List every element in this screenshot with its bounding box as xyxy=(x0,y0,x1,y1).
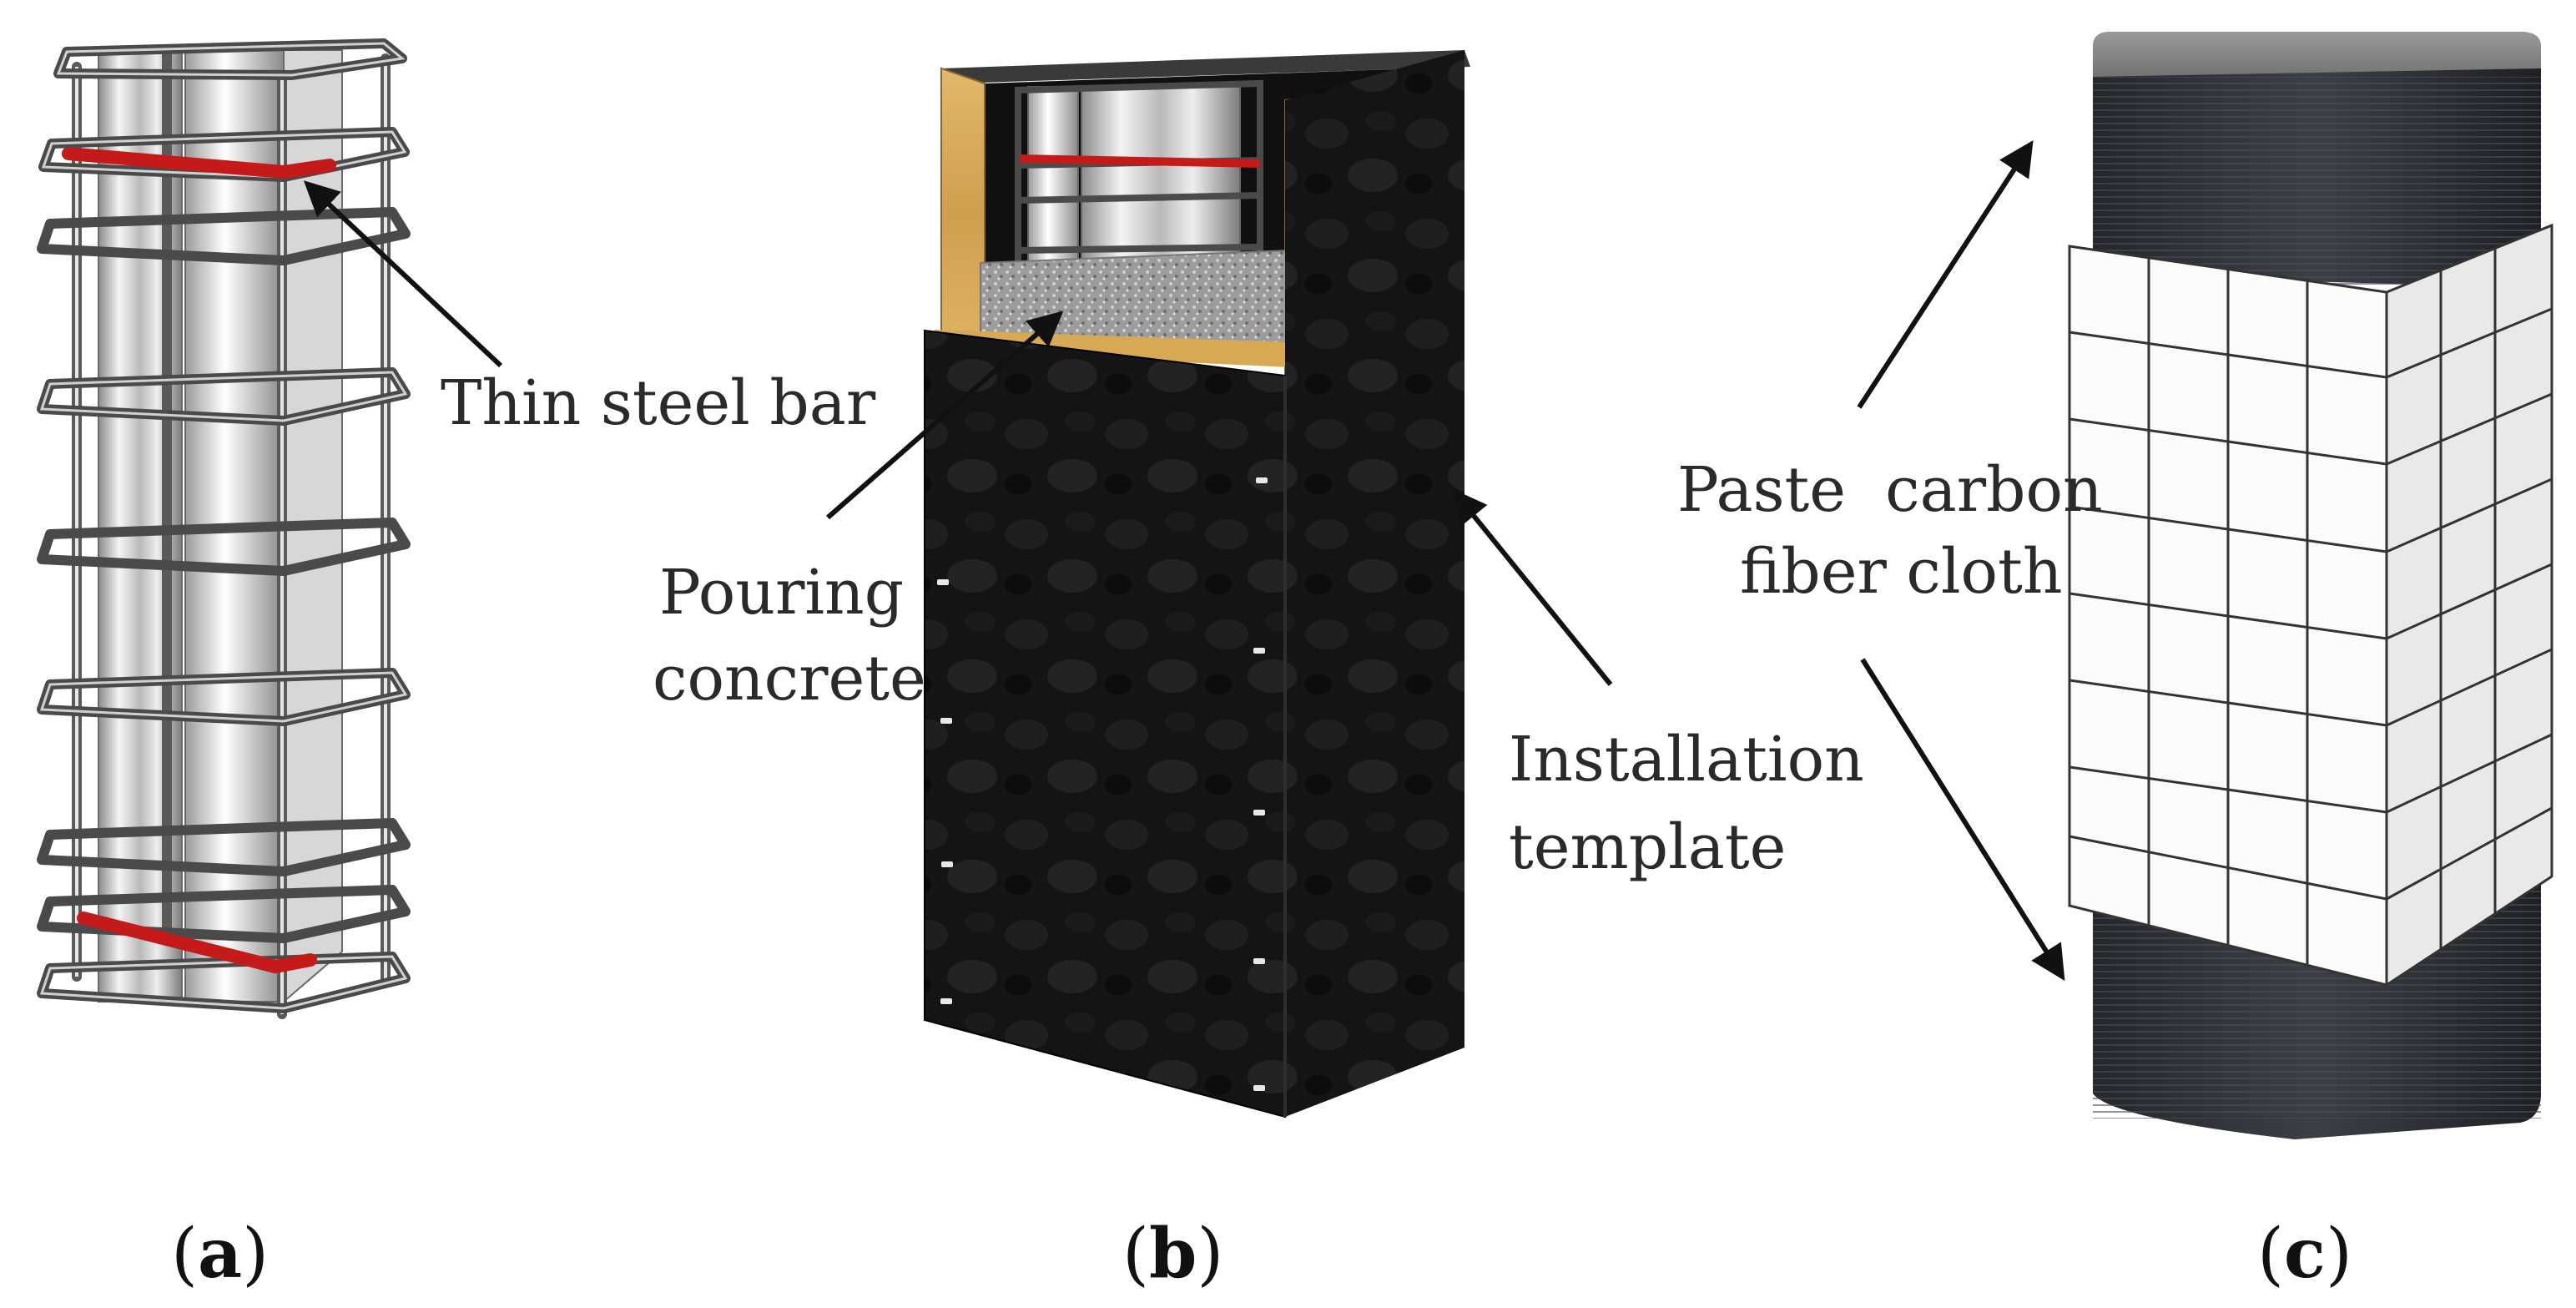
cloth-grid-lines xyxy=(2069,249,2553,965)
thin-steel-bar-bottom xyxy=(77,912,317,974)
formwork-right-upper xyxy=(1335,50,1464,376)
panel-b-formwork xyxy=(826,50,1613,1119)
panel-label-c: (c) xyxy=(2257,1214,2352,1294)
panel-label-a: (a) xyxy=(171,1214,269,1294)
concrete-wood-base xyxy=(935,330,1289,367)
label-concrete: concrete xyxy=(653,643,926,715)
inner-steel-tube-right xyxy=(1081,86,1241,270)
template-screws xyxy=(937,477,1268,1091)
label-installation: Installation xyxy=(1509,724,1864,795)
label-paste-carbon: Paste carbon xyxy=(1677,454,2103,526)
label-template: template xyxy=(1509,811,1786,883)
wood-panel-left xyxy=(940,67,986,362)
arrow-installation-template xyxy=(1451,488,1613,686)
formwork-front-face xyxy=(924,329,1286,1119)
arrow-to-top-cfrp xyxy=(1857,139,2034,409)
panel-label-b: (b) xyxy=(1122,1214,1223,1294)
inner-steel-tube-left xyxy=(1027,86,1079,270)
label-fiber-cloth: fiber cloth xyxy=(1740,536,2062,608)
inner-red-bar xyxy=(1019,154,1261,168)
formwork-top-rim xyxy=(941,50,1470,83)
panel-c-cfrp-column xyxy=(1857,32,2553,1139)
arrow-pouring-concrete xyxy=(826,311,1064,520)
thin-steel-bar-top xyxy=(62,147,336,179)
carbon-fiber-cloth-side xyxy=(2385,223,2553,987)
panel-a-steel-cage xyxy=(37,38,503,1019)
arrow-thin-steel-bar xyxy=(303,180,503,368)
label-pouring: Pouring xyxy=(659,557,904,629)
arrow-to-bottom-cfrp xyxy=(1860,658,2065,982)
label-thin-steel-bar: Thin steel bar xyxy=(441,367,876,439)
